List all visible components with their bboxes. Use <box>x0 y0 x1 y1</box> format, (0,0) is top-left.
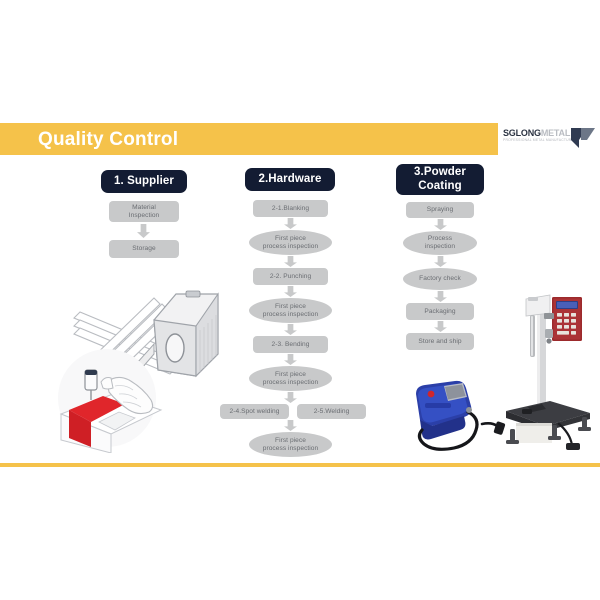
flow-arrow <box>434 321 447 332</box>
flow-node-label: Storage <box>132 245 156 253</box>
page-title: Quality Control <box>38 129 179 150</box>
flow-node-blanking: 2-1.Blanking <box>253 200 328 217</box>
flow-node-label: Spraying <box>426 206 454 214</box>
flow-arrow <box>284 256 297 267</box>
coating-thickness-gauge-photo <box>416 380 506 451</box>
flow-node-label: Store and ship <box>418 337 462 345</box>
logo-wordmark: SGLONGMETAL <box>503 128 570 138</box>
flow-node-welding: 2-5.Welding <box>297 404 366 419</box>
flow-arrow <box>284 420 297 431</box>
flow-node-label: 2-2. Punching <box>269 272 312 280</box>
flow-node-label: 2-1.Blanking <box>271 204 310 212</box>
flow-arrow <box>434 291 447 302</box>
flow-node-label: 2-4.Spot welding <box>229 407 280 415</box>
flow-node-label: Factory check <box>419 275 461 283</box>
flow-node-spot-welding: 2-4.Spot welding <box>220 404 289 419</box>
column-header-hardware: 2.Hardware <box>245 168 335 191</box>
flow-arrow <box>434 256 447 267</box>
flow-arrow <box>284 286 297 297</box>
flow-arrow <box>137 224 150 238</box>
flow-node-spraying: Spraying <box>406 202 474 218</box>
flow-arrow <box>284 218 297 229</box>
flow-arrow <box>284 324 297 335</box>
logo-secondary-text: METAL <box>540 128 571 138</box>
logo-primary-text: SGLONG <box>503 128 541 138</box>
flow-node-label: 2-3. Bending <box>271 340 310 348</box>
flow-node-store-and-ship: Store and ship <box>406 333 474 350</box>
logo-tagline: PROFESSIONAL METAL MANUFACTURER <box>503 138 577 142</box>
flow-node-bending: 2-3. Bending <box>253 336 328 353</box>
brand-logo: SGLONGMETAL PROFESSIONAL METAL MANUFACTU… <box>503 126 595 152</box>
column-header-supplier: 1. Supplier <box>101 170 187 193</box>
logo-chevron-icon <box>571 128 595 148</box>
flow-arrow <box>284 354 297 365</box>
hand-coating-test-lineart <box>58 349 163 453</box>
flow-node-punching: 2-2. Punching <box>253 268 328 285</box>
column-header-label: 1. Supplier <box>114 174 174 187</box>
impact-tester-machine-photo <box>506 294 591 450</box>
flow-node-storage: Storage <box>109 240 179 258</box>
flow-node-factory-check: Factory check <box>403 268 477 290</box>
flow-node-label: 2-5.Welding <box>313 407 350 415</box>
flow-arrow <box>284 392 297 403</box>
column-header-label: 2.Hardware <box>258 172 322 185</box>
footer-accent-bar <box>0 463 600 467</box>
flow-node-label: Packaging <box>424 307 456 315</box>
flow-node-packaging: Packaging <box>406 303 474 320</box>
header-accent-bar <box>0 123 498 155</box>
flow-arrow <box>434 219 447 230</box>
